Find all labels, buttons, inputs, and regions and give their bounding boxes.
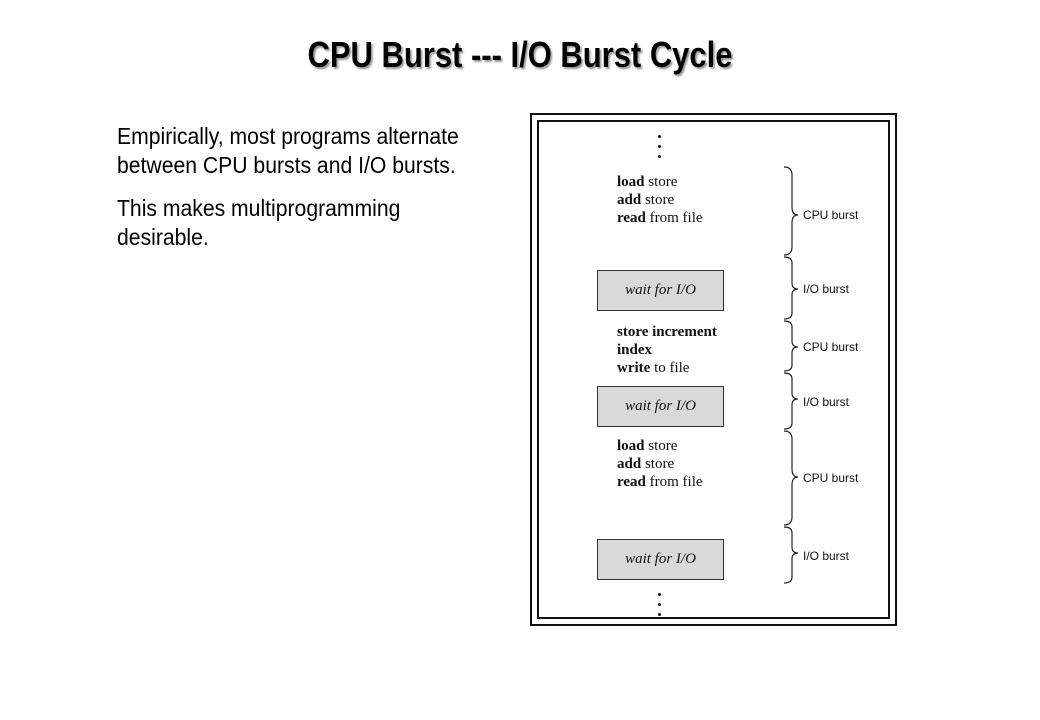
brace-io-3 — [783, 526, 799, 584]
burst-cycle-figure: load store add store read from file wait… — [530, 113, 897, 626]
bottom-ellipsis — [658, 593, 661, 623]
body-text: Empirically, most programs alternate bet… — [117, 122, 497, 266]
cpu-burst-label: CPU burst — [803, 340, 859, 354]
code-line: read from file — [617, 210, 703, 226]
top-ellipsis — [658, 135, 661, 165]
figure-inner-border — [537, 120, 890, 619]
code-line: add store — [617, 192, 675, 208]
code-line: add store — [617, 456, 675, 472]
io-burst-label: I/O burst — [803, 549, 850, 563]
code-line: index — [617, 342, 653, 358]
code-line: store increment — [617, 324, 717, 340]
cpu-burst-label: CPU burst — [803, 471, 859, 485]
io-burst-label: I/O burst — [803, 282, 850, 296]
io-burst-label: I/O burst — [803, 395, 850, 409]
code-line: load store — [617, 438, 678, 454]
wait-io-box: wait for I/O — [597, 386, 724, 427]
slide-title: CPU Burst --- I/O Burst Cycle — [307, 34, 733, 75]
code-line: load store — [617, 174, 678, 190]
brace-cpu-2 — [783, 320, 799, 372]
code-line: write to file — [617, 360, 690, 376]
wait-io-box: wait for I/O — [597, 539, 724, 580]
cpu-burst-label: CPU burst — [803, 208, 859, 222]
brace-cpu-3 — [783, 430, 799, 526]
paragraph-empirically: Empirically, most programs alternate bet… — [117, 123, 459, 178]
brace-cpu-1 — [783, 166, 799, 256]
brace-io-2 — [783, 372, 799, 430]
brace-io-1 — [783, 256, 799, 320]
paragraph-multiprogramming: This makes multiprogramming desirable. — [117, 195, 401, 250]
code-line: read from file — [617, 474, 703, 490]
burst-braces — [783, 166, 799, 584]
wait-io-box: wait for I/O — [597, 270, 724, 311]
